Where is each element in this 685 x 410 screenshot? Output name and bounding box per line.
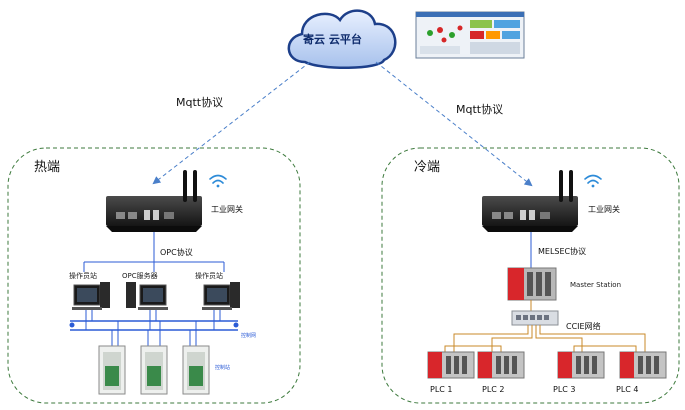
control-cabinet-2-icon <box>140 345 168 395</box>
opc-server-label: OPC服务器 <box>122 272 158 280</box>
cloud-label: 寄云 云平台 <box>303 33 362 46</box>
master-station-icon <box>507 267 557 301</box>
control-station-label: 控制站 <box>215 365 231 371</box>
hot-wifi-icon <box>209 174 227 188</box>
mqtt-label-left: Mqtt协议 <box>176 96 224 109</box>
plc-4-label: PLC 4 <box>616 385 639 394</box>
opc-server-icon <box>126 282 168 310</box>
operator-station-1-icon <box>72 282 110 310</box>
hot-region-title: 热端 <box>34 160 61 175</box>
control-net-label: 控制网 <box>241 333 257 339</box>
opc-protocol-label: OPC协议 <box>160 248 193 257</box>
plc-3-label: PLC 3 <box>553 385 576 394</box>
plc-4-icon <box>619 351 667 379</box>
network-switch-icon <box>511 310 559 326</box>
cold-wifi-icon <box>584 174 602 188</box>
cloud-icon <box>287 9 397 69</box>
hot-gateway-device <box>106 170 202 232</box>
hot-region-border <box>7 147 301 404</box>
plc-1-icon <box>427 351 475 379</box>
dashboard-thumbnail-icon <box>415 11 525 59</box>
operator-station-1-label: 操作员站 <box>69 272 97 280</box>
hot-gateway-label: 工业网关 <box>211 205 243 214</box>
cold-gateway-device <box>482 170 578 232</box>
plc-1-label: PLC 1 <box>430 385 453 394</box>
plc-2-label: PLC 2 <box>482 385 505 394</box>
mqtt-link-left <box>152 61 311 185</box>
mqtt-link-right <box>375 61 533 187</box>
master-station-label: Master Station <box>570 281 622 289</box>
control-cabinet-3-icon <box>182 345 210 395</box>
melsec-protocol-label: MELSEC协议 <box>538 247 587 256</box>
control-cabinet-1-icon <box>98 345 126 395</box>
cold-gateway-label: 工业网关 <box>588 205 620 214</box>
cold-region-border <box>381 147 680 404</box>
cold-region-title: 冷端 <box>414 160 441 175</box>
operator-station-2-icon <box>202 282 240 310</box>
operator-station-2-label: 操作员站 <box>195 272 223 280</box>
plc-3-icon <box>557 351 605 379</box>
ccie-network-label: CCIE网络 <box>566 322 601 331</box>
mqtt-label-right: Mqtt协议 <box>456 103 504 116</box>
plc-2-icon <box>477 351 525 379</box>
